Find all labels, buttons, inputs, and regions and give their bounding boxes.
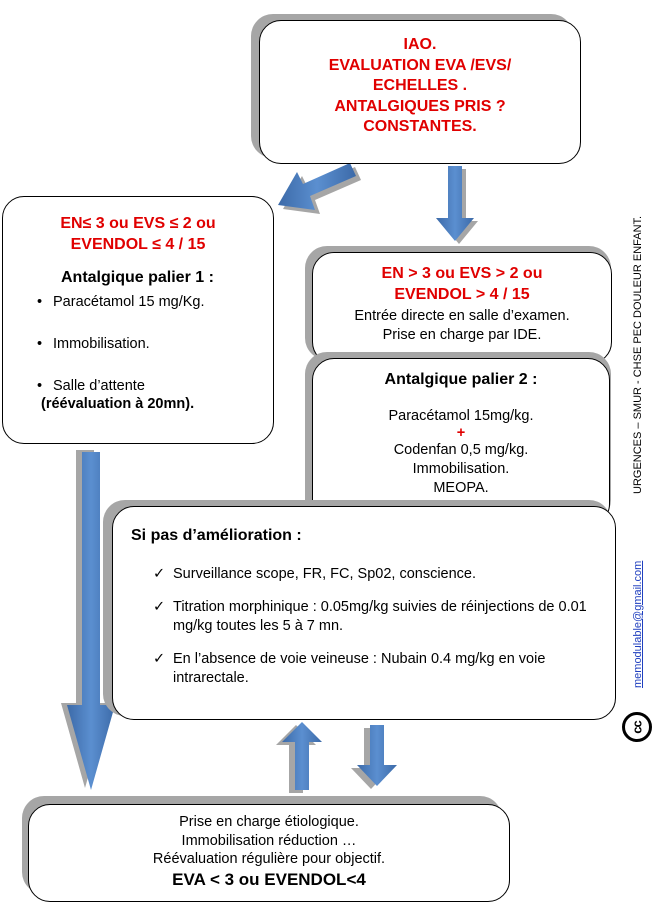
palier2-criteria-box: EN > 3 ou EVS > 2 ou EVENDOL > 4 / 15 En…	[312, 252, 612, 364]
palier2-line: Codenfan 0,5 mg/kg.	[393, 442, 529, 458]
no-improvement-item: ✓ Titration morphinique : 0.05mg/kg suiv…	[153, 598, 591, 636]
cc-logo-text: cc	[629, 720, 645, 734]
palier1-item: Immobilisation.	[31, 335, 273, 353]
palier2-line: MEOPA.	[433, 480, 489, 496]
etiology-line: Immobilisation réduction …	[181, 832, 357, 849]
palier1-reevaluation-note: (réévaluation à 20mn).	[41, 396, 195, 412]
palier1-title: Antalgique palier 1 :	[61, 269, 214, 286]
triage-line: ECHELLES .	[372, 77, 468, 94]
palier2-plus-sign: +	[456, 425, 466, 441]
triage-line: ANTALGIQUES PRIS ?	[334, 97, 506, 115]
triage-line: EVALUATION EVA /EVS/	[328, 56, 512, 74]
etiology-line: Réévaluation régulière pour objectif.	[152, 851, 386, 867]
no-improvement-item-text: Titration morphinique : 0.05mg/kg suivie…	[173, 599, 587, 634]
palier1-item: Paracétamol 15 mg/Kg.	[31, 293, 273, 311]
palier2-criteria-line: EVENDOL > 4 / 15	[394, 286, 530, 303]
triage-evaluation-box: IAO. EVALUATION EVA /EVS/ ECHELLES . ANT…	[259, 20, 581, 164]
no-improvement-item-text: En l’absence de voie veineuse : Nubain 0…	[173, 651, 546, 686]
etiology-line: Prise en charge étiologique.	[179, 814, 359, 830]
no-improvement-item: ✓ Surveillance scope, FR, FC, Sp02, cons…	[153, 565, 591, 584]
no-improvement-item-text: Surveillance scope, FR, FC, Sp02, consci…	[173, 566, 477, 582]
palier2-line: Immobilisation.	[412, 461, 510, 477]
palier2-paracetamol: Paracétamol 15mg/kg.	[388, 408, 534, 424]
check-icon: ✓	[153, 651, 166, 667]
palier2-criteria-line: EN > 3 ou EVS > 2 ou	[381, 265, 543, 282]
no-improvement-item: ✓ En l’absence de voie veineuse : Nubain…	[153, 650, 591, 688]
goal-line: EVA < 3 ou EVENDOL<4	[172, 869, 366, 889]
palier2-instruction-line: Prise en charge par IDE.	[382, 327, 542, 343]
author-email-vertical[interactable]: memodulable@gmail.com	[632, 560, 644, 688]
no-improvement-box: Si pas d’amélioration : ✓ Surveillance s…	[112, 506, 616, 720]
arrow-bottom-to-amelioration	[276, 722, 322, 793]
arrow-left-to-bottom	[61, 450, 115, 790]
palier1-criteria-line: EVENDOL ≤ 4 / 15	[70, 236, 206, 253]
check-icon: ✓	[153, 566, 166, 582]
triage-line: IAO.	[403, 36, 437, 53]
palier2-box: Antalgique palier 2 : Paracétamol 15mg/k…	[312, 358, 610, 526]
arrow-top-to-left	[278, 163, 361, 214]
triage-line: CONSTANTES.	[363, 118, 477, 135]
palier2-instruction-line: Entrée directe en salle d’examen.	[354, 308, 570, 324]
document-title-vertical: URGENCES – SMUR - CHSE PEC DOULEUR ENFAN…	[632, 215, 644, 494]
arrow-amelioration-to-bottom	[351, 725, 397, 789]
palier1-item: Salle d’attente	[31, 377, 273, 395]
check-icon: ✓	[153, 599, 166, 615]
palier1-criteria-line: EN≤ 3 ou EVS ≤ 2 ou	[60, 215, 216, 232]
palier2-title: Antalgique palier 2 :	[384, 371, 538, 388]
etiology-box: Prise en charge étiologique. Immobilisat…	[28, 804, 510, 902]
arrow-top-to-right	[436, 166, 478, 244]
palier1-box: EN≤ 3 ou EVS ≤ 2 ou EVENDOL ≤ 4 / 15 Ant…	[2, 196, 274, 444]
creative-commons-icon: cc	[622, 712, 652, 742]
no-improvement-title: Si pas d’amélioration :	[131, 527, 302, 544]
